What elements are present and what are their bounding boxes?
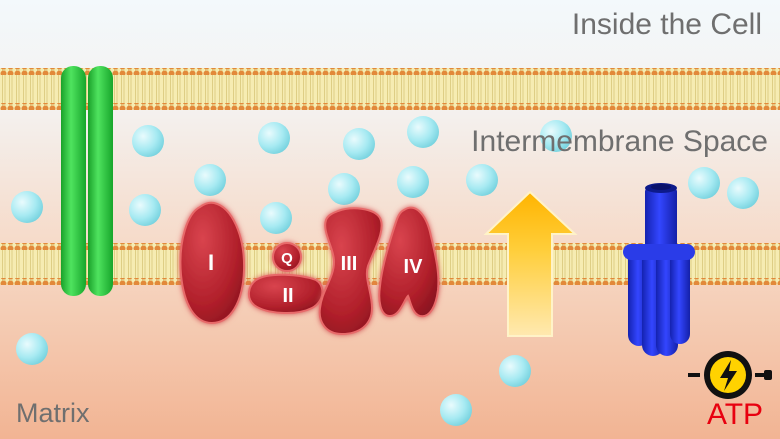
proton-gradient-arrow: [483, 190, 578, 337]
complex-iv-label: IV: [404, 256, 424, 278]
proton: [129, 194, 161, 226]
complex-iii-label: III: [341, 253, 358, 275]
atp-synthase: [623, 183, 695, 356]
proton: [194, 164, 226, 196]
proton: [132, 125, 164, 157]
intermembrane-space-label: Intermembrane Space: [471, 125, 768, 158]
proton: [688, 167, 720, 199]
proton: [16, 333, 48, 365]
q-label: Q: [281, 250, 293, 267]
complex-iv: [378, 206, 440, 318]
atp-label: ATP: [706, 398, 764, 431]
proton: [466, 164, 498, 196]
proton: [499, 355, 531, 387]
complex-ii-label: II: [282, 285, 293, 307]
proton: [397, 166, 429, 198]
proton: [727, 177, 759, 209]
lightning-plug-icon: [688, 351, 772, 399]
outer-membrane: [0, 68, 780, 110]
matrix-label: Matrix: [16, 398, 90, 428]
proton: [343, 128, 375, 160]
proton: [328, 173, 360, 205]
proton: [407, 116, 439, 148]
proton: [440, 394, 472, 426]
proton: [258, 122, 290, 154]
proton: [540, 120, 572, 152]
inside-the-cell-label: Inside the Cell: [571, 8, 762, 41]
complex-i-label: I: [208, 250, 214, 275]
complex-i: [179, 201, 246, 325]
proton-group: [11, 116, 759, 426]
proton: [11, 191, 43, 223]
ubiquinone-q: [272, 242, 302, 272]
complex-iii: [318, 207, 383, 336]
complex-ii: [248, 273, 324, 314]
proton: [260, 202, 292, 234]
channel-protein: [61, 66, 113, 296]
